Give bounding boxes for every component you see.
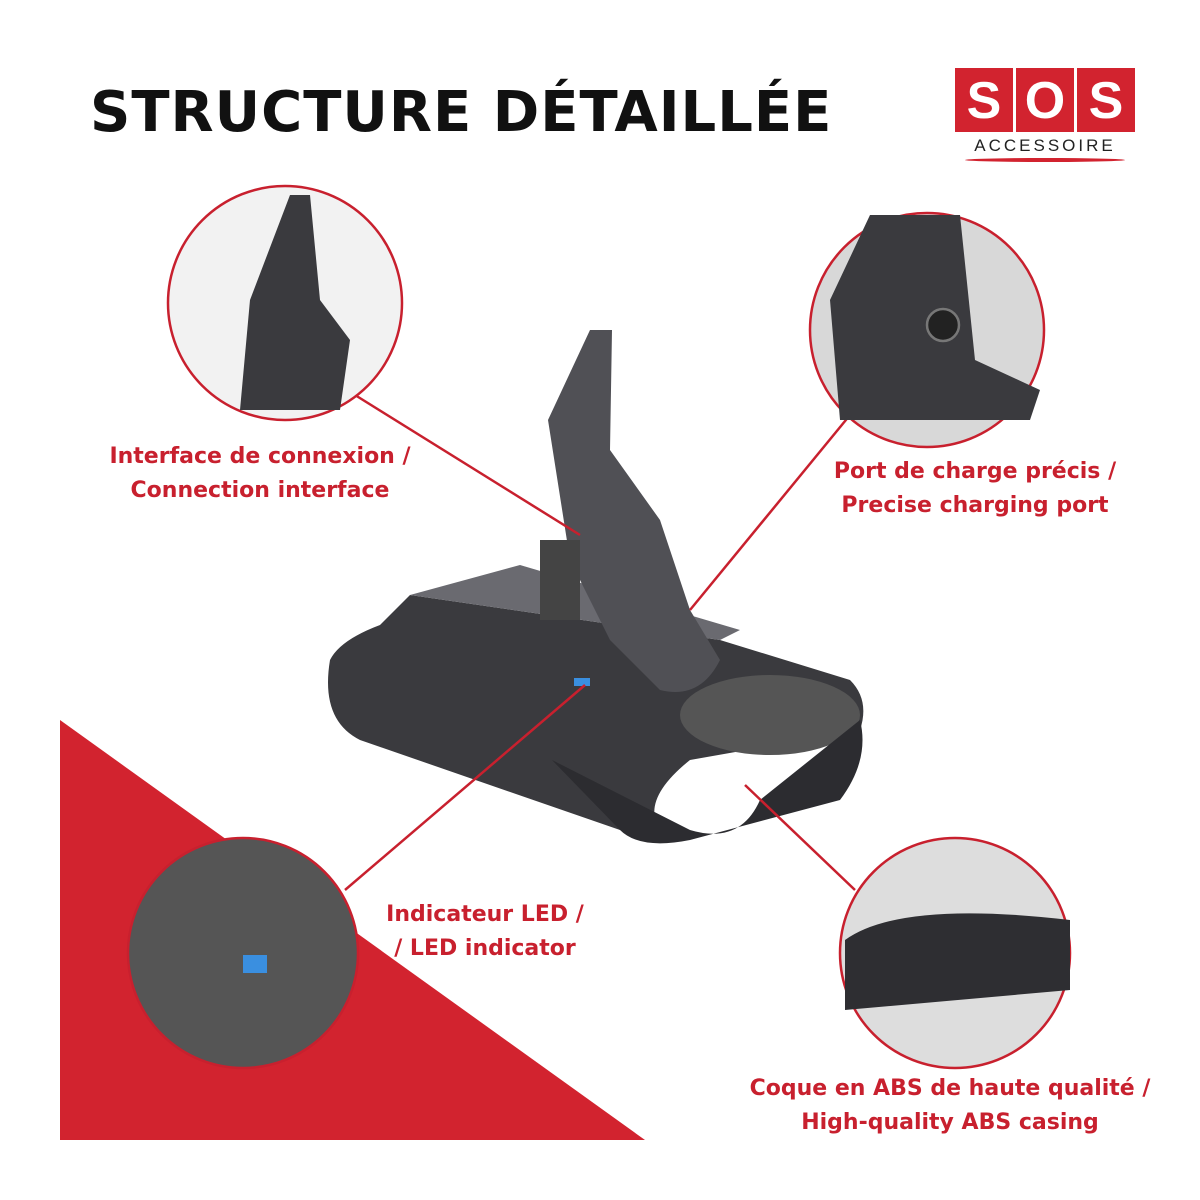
logo-letter: O <box>1016 68 1074 132</box>
logo-swoosh <box>965 158 1125 162</box>
callout-text-fr: Interface de connexion / <box>109 444 411 469</box>
callout-lines <box>344 393 856 891</box>
logo-letter: S <box>1077 68 1135 132</box>
brand-logo: S O S ACCESSOIRE <box>955 68 1135 162</box>
detail-circles <box>126 184 1072 1070</box>
callout-connection-interface: Interface de connexion / Connection inte… <box>95 440 425 508</box>
callout-text-en: Connection interface <box>130 478 390 503</box>
callout-charging-port: Port de charge précis / Precise charging… <box>815 455 1135 523</box>
callout-led-indicator: Indicateur LED / / LED indicator <box>360 898 610 966</box>
callout-text-fr: Indicateur LED / <box>386 902 584 927</box>
callout-text-en: Precise charging port <box>841 493 1109 518</box>
callout-abs-casing: Coque en ABS de haute qualité / High-qua… <box>740 1072 1160 1140</box>
detail-led-indicator <box>126 836 360 1070</box>
led-indicator <box>574 678 590 686</box>
callout-text-fr: Port de charge précis / <box>833 459 1117 484</box>
logo-subtitle: ACCESSOIRE <box>974 136 1116 155</box>
page-title: STRUCTURE DÉTAILLÉE <box>90 80 833 145</box>
logo-letter: S <box>955 68 1013 132</box>
callout-text-en: / LED indicator <box>394 936 576 961</box>
callout-text-fr: Coque en ABS de haute qualité / <box>749 1076 1151 1101</box>
battery-image <box>328 330 864 844</box>
callout-text-en: High-quality ABS casing <box>801 1110 1099 1135</box>
